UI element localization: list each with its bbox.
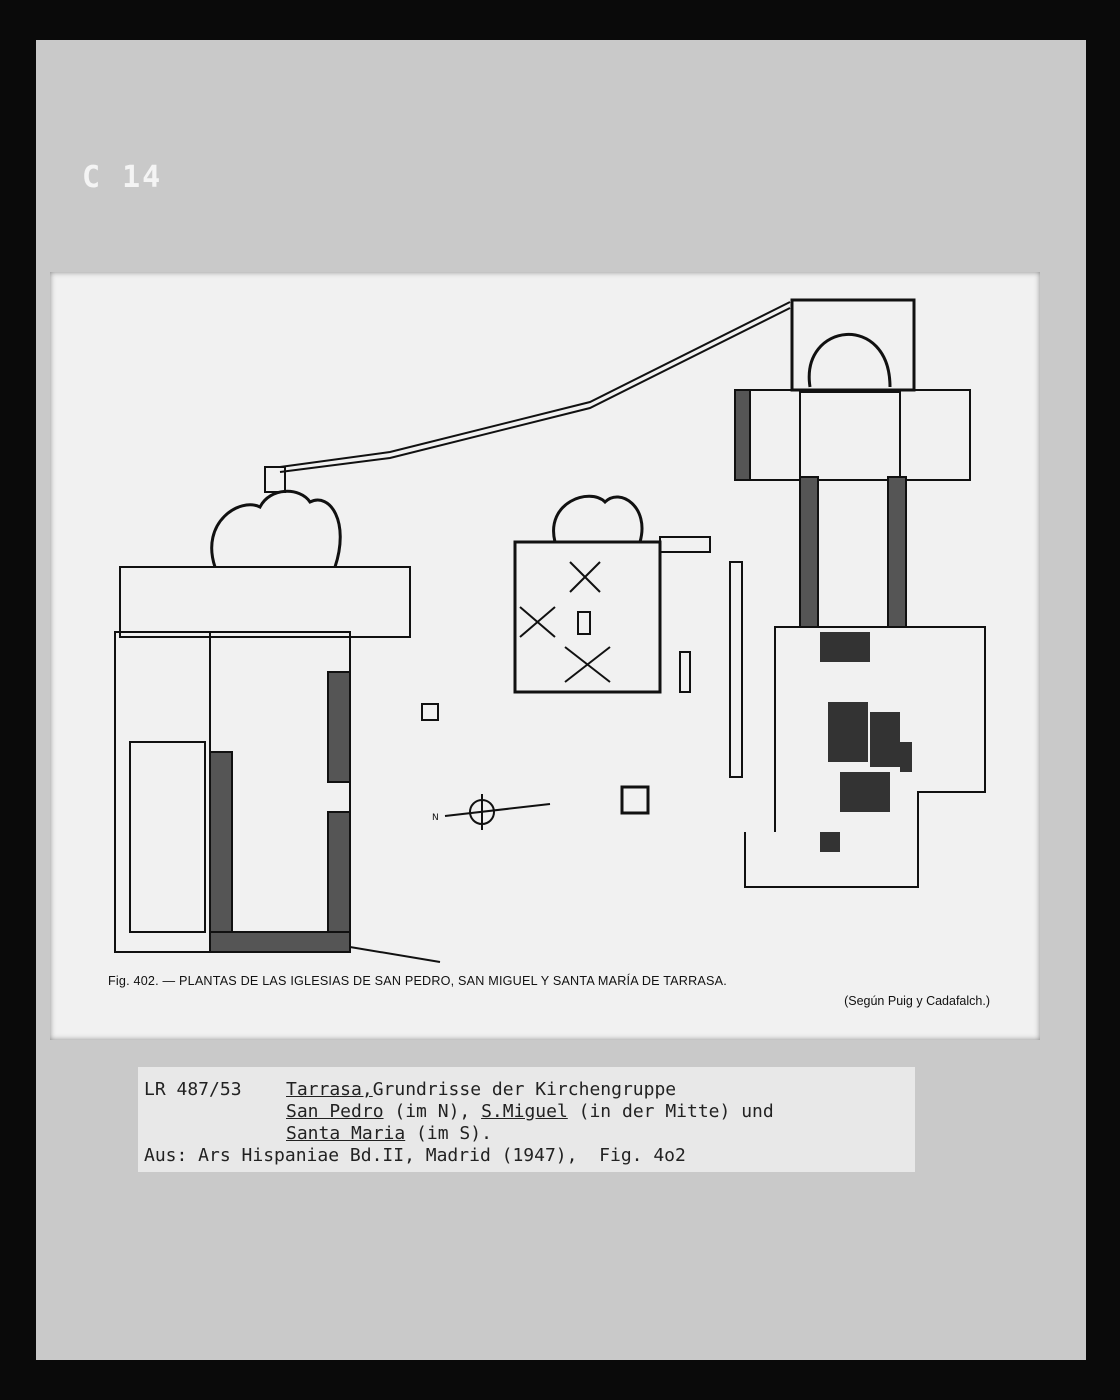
inventory-number: LR 487/53 bbox=[144, 1079, 242, 1100]
north-compass-icon bbox=[444, 794, 551, 830]
church-name: S.Miguel bbox=[481, 1101, 568, 1122]
place-name: Tarrasa, bbox=[286, 1079, 373, 1100]
san-pedro-plan bbox=[114, 466, 441, 963]
ruins-fragments bbox=[820, 632, 912, 852]
description-text: (in der Mitte) und bbox=[567, 1101, 774, 1122]
san-miguel-plan bbox=[513, 494, 711, 694]
connecting-wall bbox=[279, 301, 791, 468]
description-text: (im S). bbox=[405, 1123, 492, 1144]
small-structure bbox=[620, 785, 650, 815]
small-structure bbox=[421, 703, 439, 721]
description-text: Grundrisse der Kirchengruppe bbox=[372, 1079, 677, 1100]
figure-caption: Fig. 402. — PLANTAS DE LAS IGLESIAS DE S… bbox=[108, 973, 727, 988]
floor-plan-drawing: N bbox=[114, 298, 986, 963]
figure-credit: (Según Puig y Cadafalch.) bbox=[844, 994, 990, 1008]
typed-catalog-label: LR 487/53 Tarrasa,Grundrisse der Kirchen… bbox=[138, 1067, 915, 1172]
church-name: Santa Maria bbox=[286, 1123, 406, 1144]
card-id: C 14 bbox=[82, 160, 163, 195]
source-reference: Aus: Ars Hispaniae Bd.II, Madrid (1947),… bbox=[144, 1145, 686, 1166]
description-text: (im N), bbox=[383, 1101, 482, 1122]
compass-letter: N bbox=[432, 813, 439, 823]
floor-plan-plate: N Fig. 402. — PLANTAS DE LAS IGLESIAS DE… bbox=[50, 272, 1040, 1040]
santa-maria-plan bbox=[729, 298, 986, 888]
church-name: San Pedro bbox=[286, 1101, 384, 1122]
